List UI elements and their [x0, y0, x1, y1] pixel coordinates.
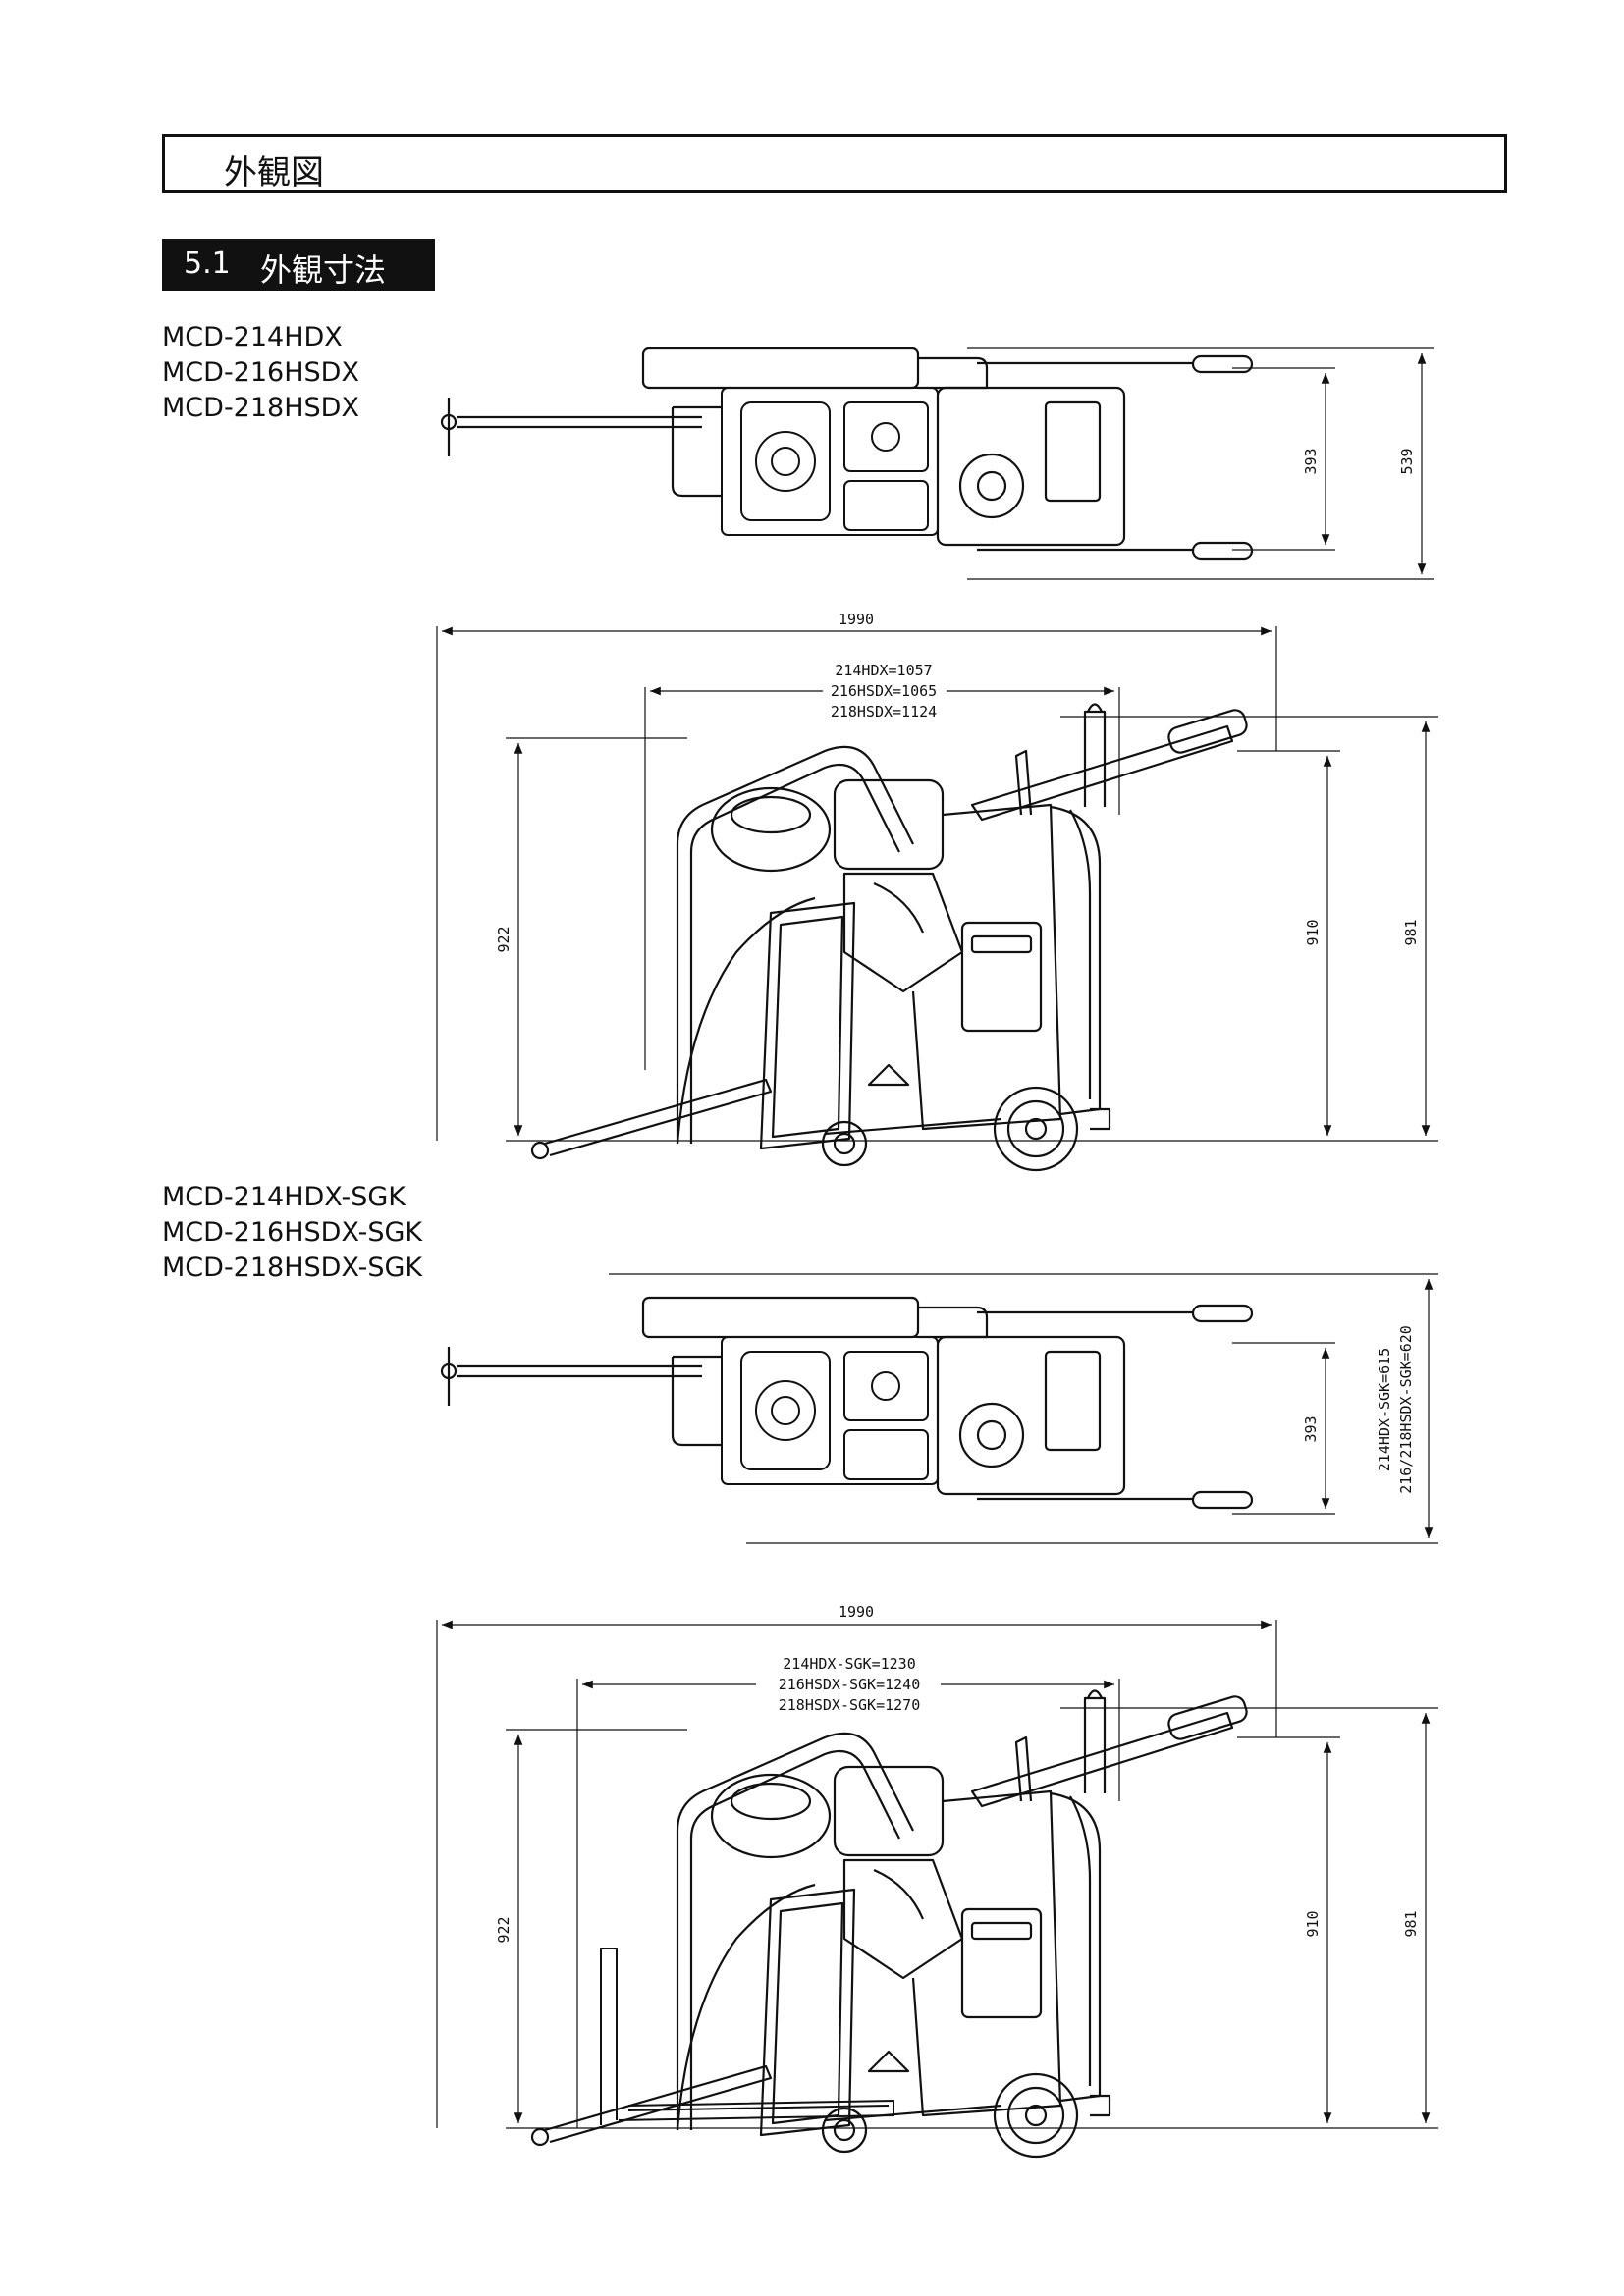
dim-body-length: 218HSDX=1124 — [831, 703, 937, 721]
dim-width-outer: 539 — [1398, 448, 1416, 474]
dim-height-front: 922 — [495, 926, 513, 952]
dim-body-length: 218HSDX-SGK=1270 — [779, 1696, 921, 1714]
section-title: 外観寸法 — [260, 251, 387, 289]
dim-width-outer: 216/218HSDX-SGK=620 — [1397, 1325, 1415, 1494]
model-name: MCD-218HSDX-SGK — [162, 1253, 423, 1283]
model-name: MCD-216HSDX — [162, 357, 359, 388]
dim-height-front: 922 — [495, 1916, 513, 1943]
dim-height-handle: 910 — [1304, 1910, 1322, 1937]
dim-overall-length: 1990 — [839, 611, 874, 628]
model-list-standard: MCD-214HDX MCD-216HSDX MCD-218HSDX — [162, 320, 359, 426]
dim-width-inner: 393 — [1302, 1415, 1320, 1442]
side-view-standard: 1990 214HDX=1057 216HSDX=1065 218HSDX=11… — [436, 611, 1438, 1172]
side-view-sgk: 1990 214HDX-SGK=1230 216HSDX-SGK=1240 21… — [436, 1603, 1438, 2159]
section-number: 5.1 — [184, 246, 231, 281]
dim-height-handle: 910 — [1304, 919, 1322, 945]
model-name: MCD-214HDX — [162, 322, 343, 352]
page-title: 外観図 — [224, 153, 324, 192]
dim-body-length: 214HDX=1057 — [835, 662, 932, 679]
dim-body-length: 216HSDX=1065 — [831, 682, 937, 700]
model-name: MCD-216HSDX-SGK — [162, 1217, 423, 1248]
model-name: MCD-214HDX-SGK — [162, 1182, 406, 1212]
model-list-sgk: MCD-214HDX-SGK MCD-216HSDX-SGK MCD-218HS… — [162, 1180, 422, 1286]
page-title-box: 外観図 — [162, 134, 1507, 193]
dim-overall-length: 1990 — [839, 1603, 874, 1621]
model-name: MCD-218HSDX — [162, 393, 359, 423]
top-view-standard: 393 539 — [442, 348, 1434, 580]
top-view-sgk: 393 214HDX-SGK=615 216/218HSDX-SGK=620 — [442, 1273, 1438, 1544]
dim-height-overall: 981 — [1402, 919, 1420, 945]
dim-body-length: 214HDX-SGK=1230 — [783, 1655, 915, 1673]
dim-height-overall: 981 — [1402, 1910, 1420, 1937]
dim-body-length: 216HSDX-SGK=1240 — [779, 1676, 921, 1693]
dim-width-outer: 214HDX-SGK=615 — [1376, 1348, 1393, 1471]
dim-width-inner: 393 — [1302, 448, 1320, 474]
section-heading: 5.1 外観寸法 — [162, 239, 435, 291]
